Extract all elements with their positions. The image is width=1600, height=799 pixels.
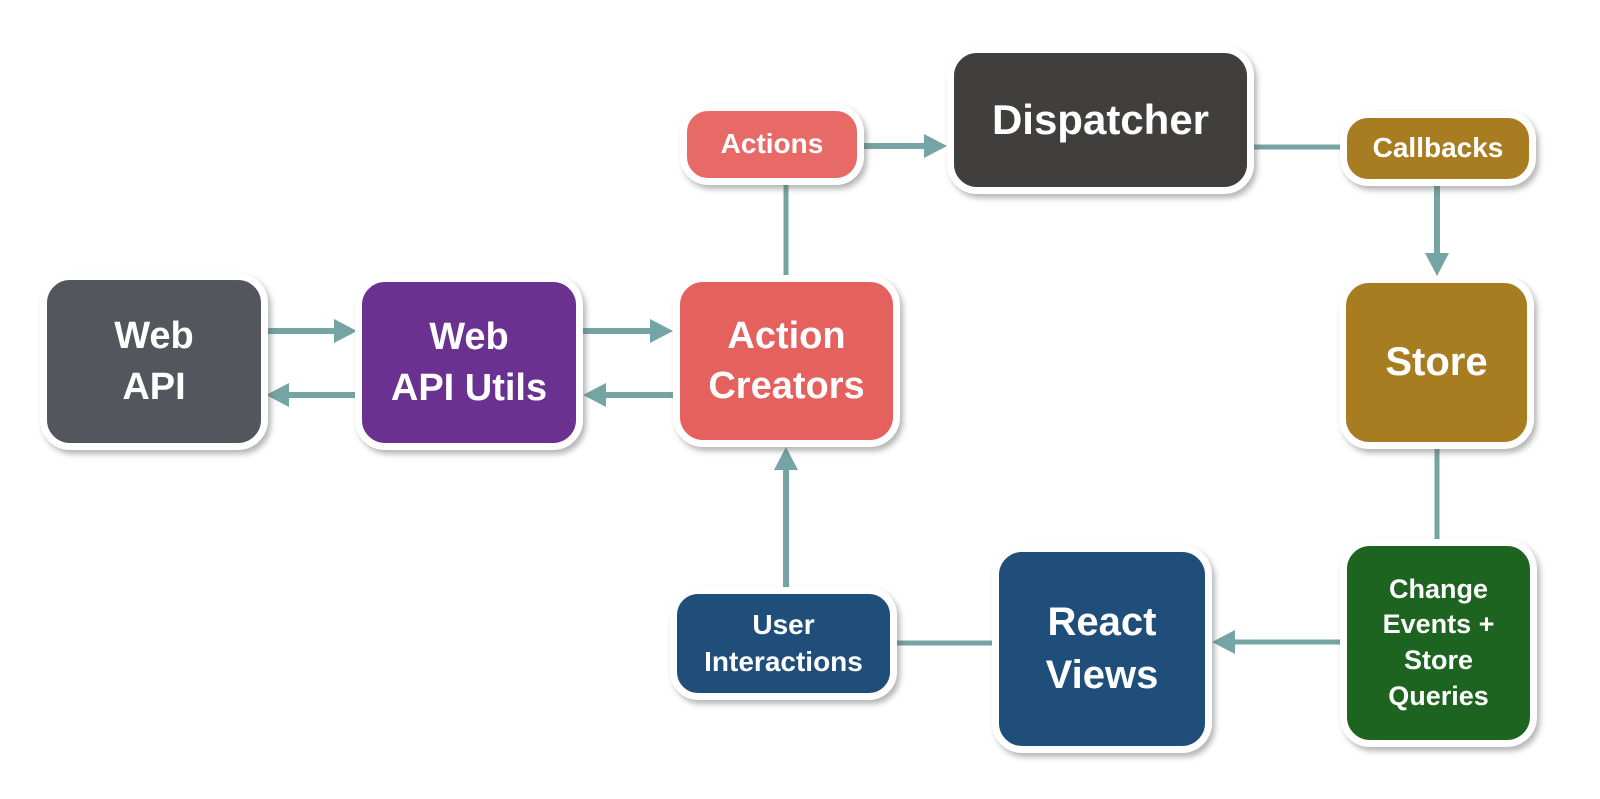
edge-user-interactions-to-action-creators	[774, 447, 798, 587]
node-label-line: Events +	[1382, 609, 1495, 640]
node-label-line: Queries	[1388, 680, 1489, 711]
node-label-line: Dispatcher	[991, 96, 1210, 144]
node-dispatcher: Dispatcher	[947, 46, 1254, 194]
edge-action-creators-to-web-api-utils	[583, 383, 673, 407]
node-label-line: API Utils	[390, 366, 548, 409]
node-web-api: Web API	[40, 273, 268, 450]
edge-callbacks-to-store	[1425, 186, 1449, 276]
node-label-line: Actions	[720, 128, 824, 160]
edge-web-api-to-web-api-utils	[268, 319, 357, 343]
node-web-api-utils: Web API Utils	[355, 275, 583, 450]
node-label-line: Interactions	[704, 645, 863, 677]
node-label-line: Store	[1403, 645, 1474, 675]
node-label-line: Web	[114, 315, 194, 358]
node-label-line: User	[752, 608, 815, 640]
edge-web-api-utils-to-action-creators	[583, 319, 673, 343]
node-react-views: React Views	[992, 545, 1212, 753]
node-label-line: Action	[727, 314, 846, 357]
node-store: Store	[1339, 276, 1534, 449]
edge-actions-to-dispatcher	[864, 134, 947, 158]
node-label-line: Views	[1045, 653, 1159, 697]
node-label-line: API	[122, 365, 186, 408]
node-label-line: Change	[1388, 573, 1488, 604]
node-change-events-store-queries: Change Events + Store Queries	[1340, 539, 1537, 747]
node-label-line: Web	[429, 316, 509, 359]
node-action-creators: Action Creators	[673, 275, 900, 447]
node-label-line: Store	[1385, 340, 1488, 385]
node-label-line: Creators	[708, 365, 865, 407]
node-actions: Actions	[680, 104, 864, 185]
node-user-interactions: User Interactions	[670, 587, 897, 700]
node-label-line: React	[1047, 600, 1157, 645]
node-label-line: Callbacks	[1372, 132, 1504, 164]
edge-web-api-utils-to-web-api	[266, 383, 355, 407]
edge-change-events-to-react-views	[1212, 630, 1340, 654]
node-callbacks: Callbacks	[1340, 111, 1536, 186]
